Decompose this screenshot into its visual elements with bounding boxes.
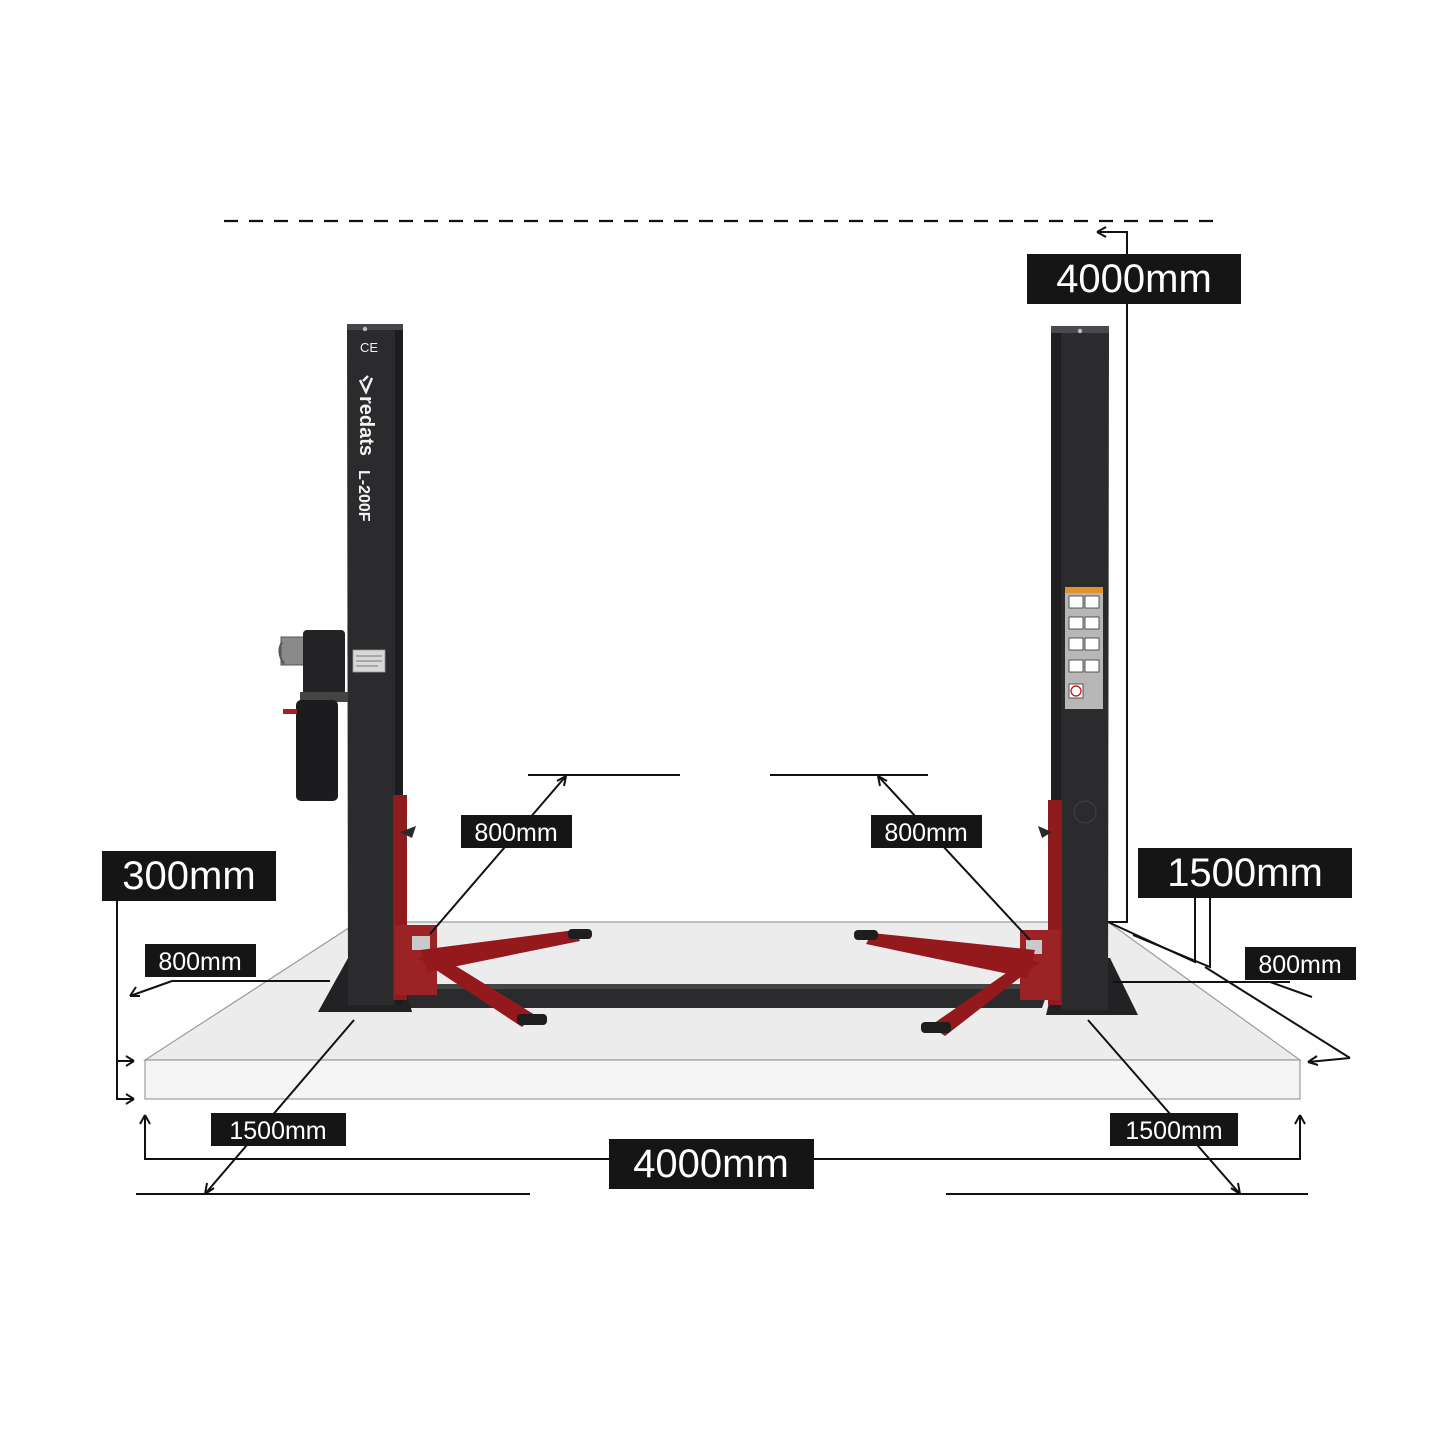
- dim-label-height: 4000mm: [1027, 254, 1241, 304]
- dim-front-right-text: 1500mm: [1125, 1117, 1222, 1145]
- hydraulic-power-unit-icon: [278, 630, 348, 801]
- right-lift-carriage: [854, 800, 1062, 1036]
- dim-side-left-text: 800mm: [158, 948, 241, 976]
- dim-label-arm-left: 800mm: [461, 815, 572, 848]
- dim-arm-right-text: 800mm: [884, 819, 967, 847]
- left-rear-arm: [420, 930, 580, 972]
- floor-plate: [400, 984, 1050, 1008]
- slab-front-face: [144, 1059, 1301, 1100]
- dim-side-right-text: 800mm: [1258, 951, 1341, 979]
- right-rear-arm: [866, 933, 1035, 978]
- dim-right-side-text: 1500mm: [1167, 851, 1323, 895]
- dim-height-text: 4000mm: [1056, 257, 1212, 301]
- right-post: [1051, 326, 1109, 1010]
- left-front-arm: [418, 955, 535, 1027]
- dim-front-left-text: 1500mm: [229, 1117, 326, 1145]
- ce-mark: CE: [360, 340, 378, 355]
- dim-label-arm-right: 800mm: [871, 815, 982, 848]
- dim-arm-left-text: 800mm: [474, 819, 557, 847]
- dim-label-width: 4000mm: [609, 1139, 814, 1189]
- model-name: L-200F: [355, 470, 372, 522]
- dim-label-right-side: 1500mm: [1138, 848, 1352, 898]
- dim-floor-height-text: 300mm: [122, 854, 255, 898]
- left-post: CE redats L-200F: [347, 324, 403, 1005]
- right-front-arm: [930, 960, 1040, 1036]
- dim-label-side-left: 800mm: [145, 944, 256, 977]
- left-lift-carriage: [393, 795, 592, 1027]
- dim-label-side-right: 800mm: [1245, 947, 1356, 980]
- dim-label-front-left: 1500mm: [211, 1113, 346, 1146]
- dim-label-front-right: 1500mm: [1110, 1113, 1238, 1146]
- brand-name: redats: [355, 396, 377, 456]
- dimension-lines: [116, 226, 1351, 1195]
- safety-warning-decal-icon: [1065, 587, 1103, 709]
- dim-label-floor-height: 300mm: [102, 851, 276, 901]
- dim-width-text: 4000mm: [633, 1142, 789, 1186]
- brand-logo: redats: [355, 375, 377, 456]
